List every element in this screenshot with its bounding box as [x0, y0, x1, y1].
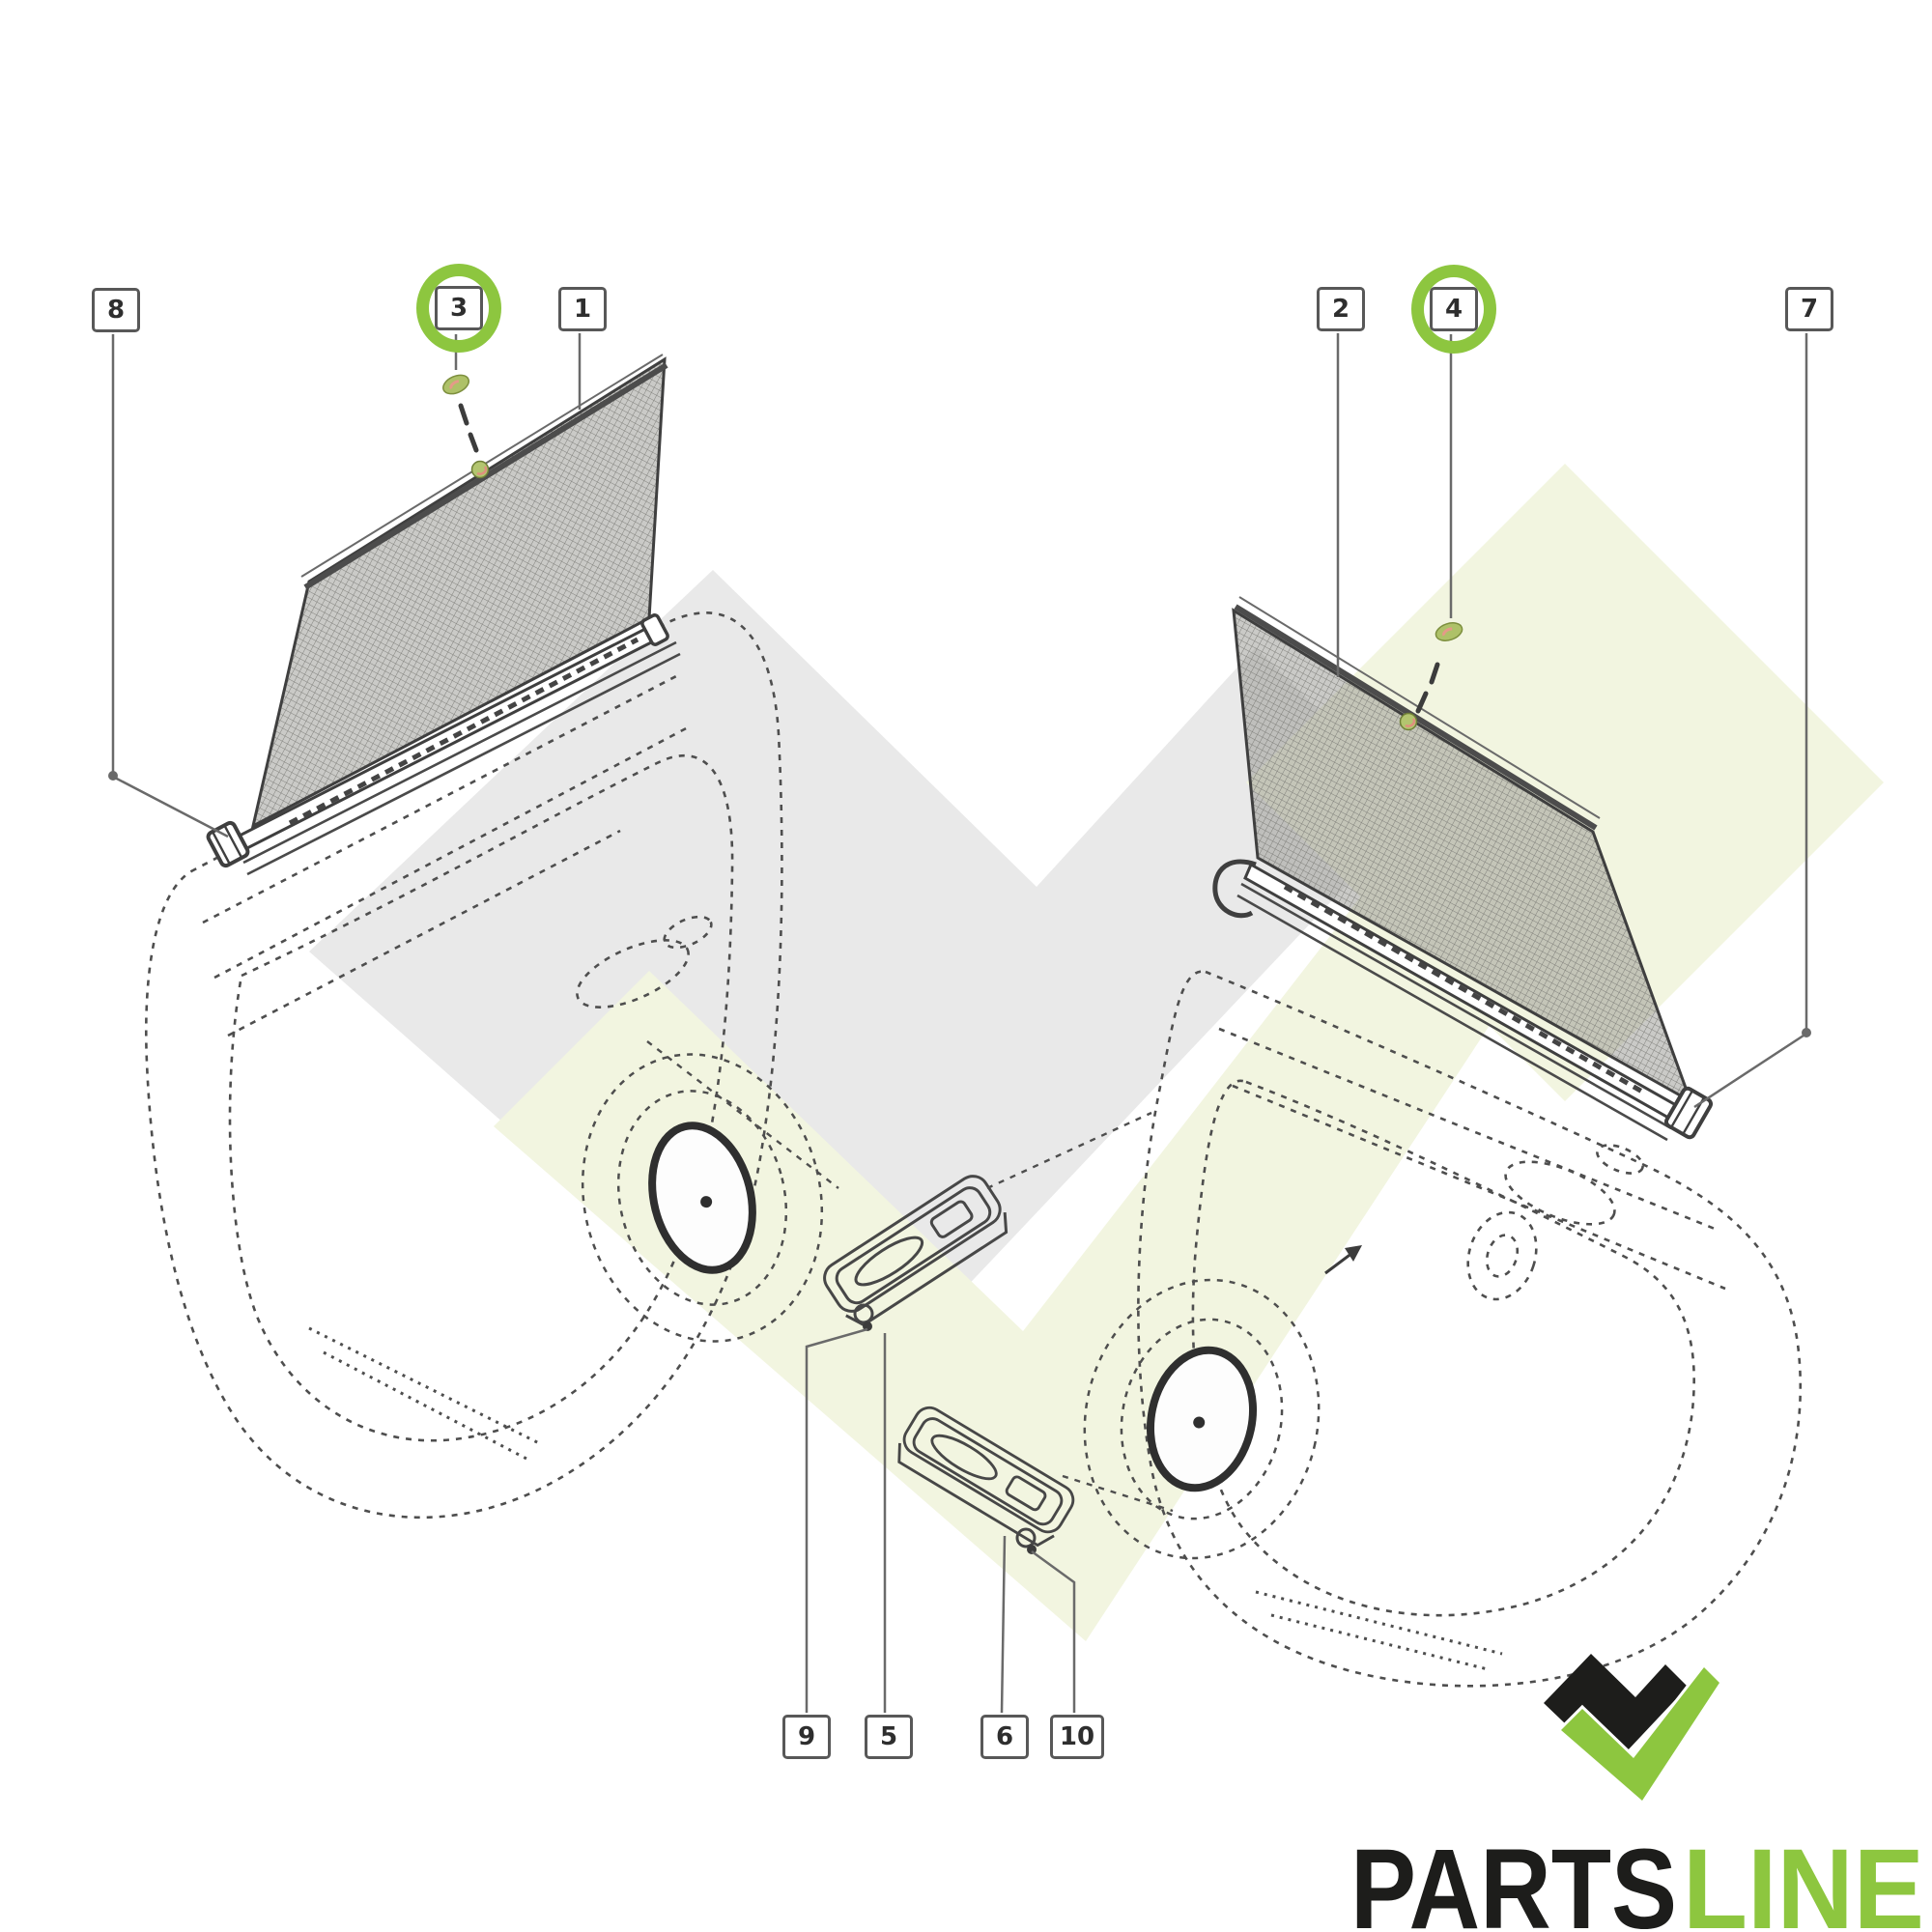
- left-door-panel: [144, 611, 783, 1520]
- callout-3-highlighted: 3: [416, 264, 501, 353]
- fastener-4-dash-arrow: [1415, 662, 1440, 714]
- right-roller-left-hook: [1212, 859, 1257, 919]
- leader-10: [1031, 1549, 1076, 1713]
- window-switch-bezel-lower: [897, 1406, 1075, 1554]
- right-door-cup-outer: [1466, 1210, 1538, 1301]
- right-roller-rail: [1236, 882, 1672, 1142]
- left-roller-end-bracket: [206, 820, 250, 868]
- direction-arrow: [1324, 1245, 1362, 1275]
- leader-6: [1000, 1535, 1007, 1714]
- left-door-handle-recess: [576, 939, 690, 1009]
- callout-10: 10: [1050, 1715, 1104, 1759]
- fastener-screw-3: [442, 374, 469, 395]
- left-roller-hooks: [288, 637, 639, 826]
- right-door-inner-contour: [1191, 1079, 1695, 1617]
- right-door-panel: [1137, 970, 1803, 1688]
- left-door-handle: [663, 915, 713, 950]
- leader-8: [111, 328, 229, 838]
- right-door-stitch-rows: [1255, 1590, 1503, 1671]
- right-door-top-ribs: [1218, 1027, 1726, 1291]
- logo-text-parts: PARTS: [1350, 1826, 1677, 1932]
- lower-bezel-knob: [1015, 1527, 1037, 1548]
- callout-8: 8: [92, 288, 140, 332]
- left-door-inner-contour: [228, 753, 734, 1442]
- right-speaker-ring-inner: [1120, 1318, 1284, 1520]
- right-sunshade: [1212, 596, 1714, 1142]
- fastener-3-dash-arrow: [458, 403, 479, 453]
- left-door-top-ribs: [202, 674, 691, 1037]
- right-speaker-ring-outer: [1083, 1278, 1321, 1560]
- leader-7: [1693, 327, 1808, 1109]
- left-roller-rail: [242, 640, 681, 876]
- fastener-clip-4: [1399, 712, 1418, 731]
- leader-8-dot: [108, 771, 118, 781]
- callout-7: 7: [1785, 287, 1833, 331]
- right-speaker-dot: [1193, 1416, 1206, 1429]
- leader-7-dot: [1802, 1028, 1811, 1037]
- callout-9: 9: [782, 1715, 831, 1759]
- left-door-outline: [144, 611, 783, 1520]
- partsline-logo: PARTS LINE: [1350, 1654, 1924, 1932]
- callout-1: 1: [558, 287, 607, 331]
- leader-lines: [108, 327, 1811, 1714]
- leader-9: [805, 1327, 868, 1713]
- fastener-clip-3: [470, 460, 490, 479]
- left-door-stitch-rows: [308, 1326, 542, 1461]
- right-roller-end-bracket: [1663, 1086, 1714, 1140]
- right-door-outline: [1137, 970, 1803, 1688]
- window-switch-bezel-upper: [823, 1175, 1009, 1331]
- right-speaker: [1083, 1278, 1321, 1560]
- center-connector-lines: [646, 1040, 1174, 1513]
- callout-4-highlighted: 4: [1411, 265, 1496, 354]
- logo-green-check-icon: [1556, 1662, 1723, 1805]
- upper-bezel-knob: [853, 1303, 874, 1324]
- right-door-handle-recess: [1504, 1160, 1616, 1226]
- callout-5: 5: [865, 1715, 913, 1759]
- right-door-handle: [1596, 1144, 1644, 1175]
- logo-text-line: LINE: [1683, 1826, 1924, 1932]
- fastener-screw-4: [1435, 622, 1463, 641]
- right-door-cup-inner: [1485, 1234, 1520, 1278]
- right-roller-hooks: [1283, 884, 1644, 1094]
- left-roller-right-bracket: [640, 613, 669, 646]
- left-sunshade: [206, 354, 681, 876]
- callout-2: 2: [1317, 287, 1365, 331]
- left-speaker-ring-inner: [616, 1090, 788, 1306]
- callout-6: 6: [980, 1715, 1029, 1759]
- left-speaker-dot: [700, 1196, 713, 1208]
- logo-black-check-icon: [1544, 1654, 1688, 1768]
